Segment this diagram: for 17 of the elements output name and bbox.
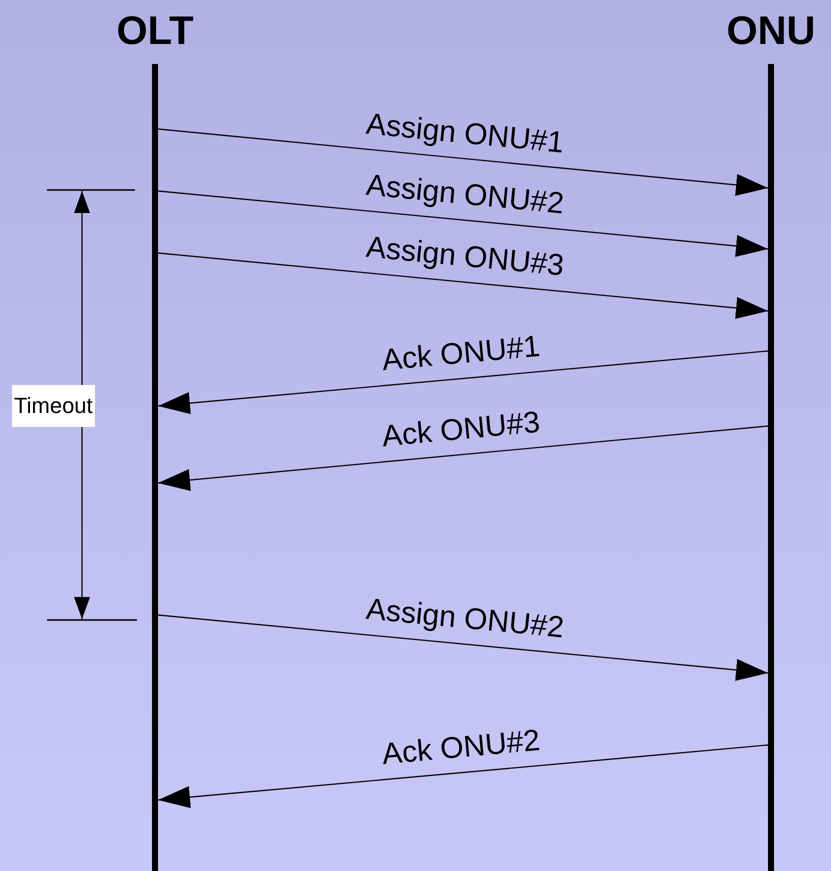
message-arrow (158, 252, 768, 319)
participant-label: OLT (116, 8, 194, 54)
edge-label: Assign ONU#1 (364, 107, 566, 162)
message-arrow (158, 128, 768, 196)
message-arrow (158, 744, 768, 808)
message-arrow (158, 614, 768, 681)
participant-label: ONU (726, 8, 816, 54)
edge-label: Ack ONU#2 (380, 724, 542, 773)
edge-label: Assign ONU#2 (364, 168, 566, 222)
edge-label: Assign ONU#2 (364, 592, 566, 646)
edge-label: Ack ONU#3 (380, 405, 542, 455)
dimension-label: Timeout (12, 385, 95, 427)
message-arrow (158, 350, 768, 414)
message-arrow (158, 425, 768, 491)
message-arrow (158, 190, 768, 257)
edge-label: Ack ONU#1 (380, 330, 542, 379)
edge-label: Assign ONU#3 (364, 230, 566, 284)
